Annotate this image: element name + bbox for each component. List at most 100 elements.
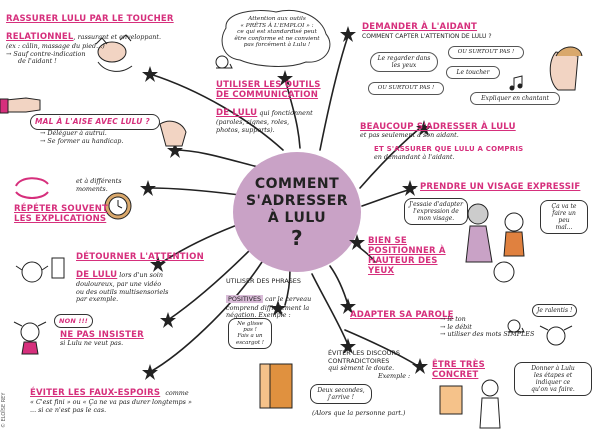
branch-insister [167, 244, 256, 321]
bubble-line: Deux secondes, [317, 387, 365, 394]
node-title: POSITIONNER À [368, 246, 446, 256]
bubble-line: Fais a un [237, 333, 263, 340]
pill-explain-singing: Expliquer en chantant [470, 92, 560, 105]
node-text: lors d'un soin [117, 271, 163, 279]
caregiver-patient-illustration [465, 203, 525, 283]
bubble-line: Ça va te [551, 203, 577, 210]
snail-icon [215, 55, 233, 69]
branch-detourner [157, 221, 246, 266]
node-title: BIEN SE [368, 236, 407, 246]
node-title: DE LULU [216, 108, 258, 118]
star-icon [340, 298, 356, 314]
pointing-hand-illustration [0, 97, 41, 114]
node-outils: UTILISER LES OUTILS DE COMMUNICATION DE … [216, 80, 346, 134]
node-insister: NE PAS INSISTER si Lulu ne veut pas. [60, 330, 170, 348]
node-text: qui fonctionnent [257, 109, 313, 117]
node-title: ÉVITER LES DISCOURS [328, 349, 400, 357]
node-aidant: DEMANDER À L'AIDANT COMMENT CAPTER L'ATT… [362, 22, 594, 41]
node-text: « C'est fini » ou « Ça ne va pas durer l… [30, 398, 192, 406]
node-text: → utiliser des mots SIMPLES [440, 330, 535, 339]
node-text: et pas seulement à son aidant. [360, 131, 459, 139]
node-text: ou des outils multisensoriels [76, 287, 169, 296]
node-beaucoup: BEAUCOUP S'ADRESSER À LULU et pas seulem… [360, 122, 594, 161]
star-icon [160, 312, 176, 328]
node-text: douloureux, par une vidéo [76, 280, 162, 288]
node-title: POSITIVES [226, 294, 264, 303]
bubble-text: MAL À L'AISE AVEC LULU ? [35, 117, 150, 126]
node-detourner: DÉTOURNER L'ATTENTION DE LULU lors d'un … [76, 252, 206, 304]
star-icon [277, 70, 293, 86]
node-title: ADAPTER SA PAROLE [350, 310, 454, 320]
snail-icon [507, 319, 525, 333]
note-line: « PRÊTS À L'EMPLOI » : [240, 22, 314, 29]
hub-line-3: À LULU [267, 209, 327, 226]
bubble-give-steps: Donner à Lulu les étapes et indiquer ce … [514, 362, 592, 396]
node-title: DEMANDER À L'AIDANT [362, 22, 478, 32]
node-text: qui sèment le doute. [328, 364, 395, 373]
pill-or-not: OU SURTOUT PAS ! [368, 82, 444, 95]
star-icon [340, 338, 356, 354]
note-line: ce qui est standardisé peut [237, 29, 317, 36]
node-aise: → Déléguer à autrui. → Se former au hand… [40, 129, 150, 145]
star-icon [340, 26, 356, 42]
note-line: moments. [76, 184, 108, 193]
node-title: CONCRET [432, 370, 479, 380]
node-title: DE COMMUNICATION [216, 90, 319, 100]
node-text: (ex : câlin, massage du pied...) [6, 42, 105, 50]
node-text: (paroles, signes, roles, [216, 118, 290, 126]
star-icon [142, 364, 158, 380]
node-text: , rassurant et enveloppant. [73, 33, 161, 41]
branch-aise [174, 149, 263, 169]
bubble-line: j'arrive ! [327, 394, 354, 401]
girl-no-illustration [13, 321, 47, 355]
pill-or-not: OU SURTOUT PAS ! [448, 46, 524, 59]
copyright: © ELOÏSE REY [1, 392, 7, 428]
note-line: pas forcément à Lulu ! [243, 42, 311, 49]
node-subtitle: COMMENT CAPTER L'ATTENTION DE LULU ? [362, 33, 492, 40]
hub-title: COMMENT S'ADRESSER À LULU ? [232, 152, 362, 272]
node-title: RÉPÉTER SOUVENT [14, 204, 109, 214]
node-text: → Déléguer à autrui. [40, 129, 107, 137]
node-title: ÊTRE TRÈS [432, 360, 485, 370]
node-text: car le cerveau [263, 294, 312, 303]
star-icon [270, 300, 286, 316]
bubble-adapt-expression: J'essaie d'adapter l'expression de mon v… [404, 198, 468, 225]
branch-beaucoup [359, 127, 421, 189]
bubble-line: Donner à Lulu [531, 365, 575, 372]
branch-espoirs [149, 261, 263, 373]
note-moments: et à différents moments. [76, 177, 136, 193]
star-icon [140, 180, 156, 196]
star-icon [142, 66, 158, 82]
node-text: négation. Exemple : [226, 311, 291, 320]
branch-contradictoires [311, 273, 349, 346]
nurse-board-illustration [439, 379, 501, 429]
node-text: → Se former au handicap. [40, 136, 124, 145]
girl-tablet-illustration [15, 257, 65, 283]
node-text: comprend difficilement la [226, 303, 310, 312]
branch-concret [344, 329, 419, 367]
girl-sad-illustration [539, 325, 573, 346]
bubble-line: mon visage. [417, 215, 455, 222]
bubble-line: l'expression de [413, 208, 459, 215]
node-title: RASSURER LULU PAR LE TOUCHER [6, 14, 174, 24]
pill-touch: Le toucher [446, 66, 500, 79]
node-title: BEAUCOUP S'ADRESSER À LULU [360, 122, 516, 132]
bubble-line: indiquer ce [535, 379, 571, 386]
star-icon [402, 180, 418, 196]
bubble-line: qu'on va faire. [531, 386, 575, 393]
foot-massage-illustration [95, 34, 133, 72]
bubble-text: Je ralentis ! [537, 307, 573, 314]
star-icon [349, 234, 365, 250]
hub-line-2: S'ADRESSER [245, 192, 349, 209]
man-face-illustration [549, 46, 583, 91]
bubble-will-hurt: Ça va te faire un peu mal... [540, 200, 588, 234]
bubble-no: NON !!! [54, 314, 93, 328]
node-rassurer: RASSURER LULU PAR LE TOUCHER RELATIONNEL… [6, 14, 206, 66]
node-text: si Lulu ne veut pas. [60, 339, 124, 347]
bubble-line: faire un [552, 210, 576, 217]
node-title: RELATIONNEL [6, 32, 74, 42]
star-icon [167, 142, 183, 158]
bubble-line: mal... [555, 224, 573, 231]
node-visage: PRENDRE UN VISAGE EXPRESSIF [420, 182, 596, 192]
